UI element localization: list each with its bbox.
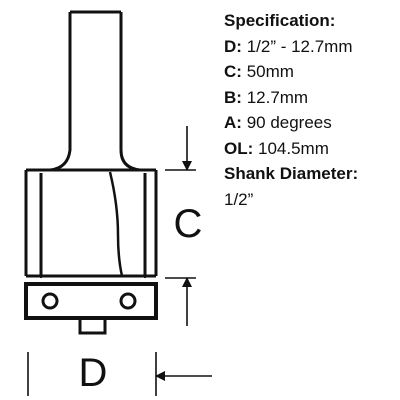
cutter-step [40, 276, 146, 278]
spec-key-d: D: [224, 36, 242, 56]
shank-outline [49, 10, 141, 172]
spec-key-c: C: [224, 62, 242, 81]
spec-value-b: 12.7mm [246, 87, 309, 107]
specification-panel: Specification: D: 1/2” - 12.7mm C: 50mm … [224, 8, 396, 212]
spec-row-ol: OL: 104.5mm [224, 136, 396, 162]
cutter-body-outline [24, 168, 158, 276]
spec-row-d: D: 1/2” - 12.7mm [224, 34, 396, 60]
spec-row-a: A: 90 degrees [224, 110, 396, 136]
spec-row-b: B: 12.7mm [224, 85, 396, 111]
spec-value-ol: 104.5mm [258, 138, 329, 158]
shank-diameter-title: Shank Diameter: [224, 164, 359, 183]
bearing-hole-right [119, 292, 137, 310]
spec-value-a: 90 degrees [246, 113, 332, 132]
specification-title: Specification: [224, 11, 336, 30]
bearing-screw [78, 316, 107, 335]
spec-key-a: A: [224, 113, 242, 132]
bearing-hole-left [41, 292, 59, 310]
dimension-c-label: C [174, 202, 203, 246]
spec-value-c: 50mm [246, 62, 294, 81]
spec-row-c: C: 50mm [224, 59, 396, 85]
spec-key-b: B: [224, 87, 242, 107]
cutting-edge-curve [108, 171, 124, 277]
spec-key-ol: OL: [224, 138, 254, 158]
dimension-d-label: D [79, 351, 108, 395]
spec-value-d: 1/2” - 12.7mm [246, 36, 353, 56]
shank-diameter-value: 1/2” [224, 189, 254, 209]
